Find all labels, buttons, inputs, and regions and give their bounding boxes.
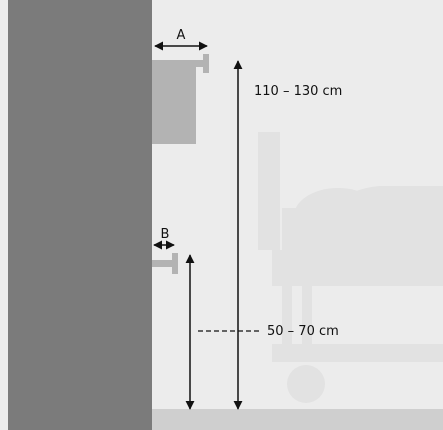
wall <box>8 0 152 430</box>
dimension-height-lower: 50 – 70 cm <box>185 254 339 410</box>
dimension-b: B <box>153 227 175 250</box>
height-upper-label: 110 – 130 cm <box>254 84 342 99</box>
dimension-a: A <box>154 28 208 51</box>
dimension-b-label: B <box>161 227 170 242</box>
floor <box>152 409 443 430</box>
hospital-bed-silhouette <box>258 132 443 403</box>
dimension-a-label: A <box>177 28 186 43</box>
dimension-height-upper: 110 – 130 cm <box>233 60 342 410</box>
height-lower-label: 50 – 70 cm <box>267 324 339 339</box>
lower-wall-fixture <box>152 253 178 274</box>
upper-wall-fixture <box>152 54 209 144</box>
